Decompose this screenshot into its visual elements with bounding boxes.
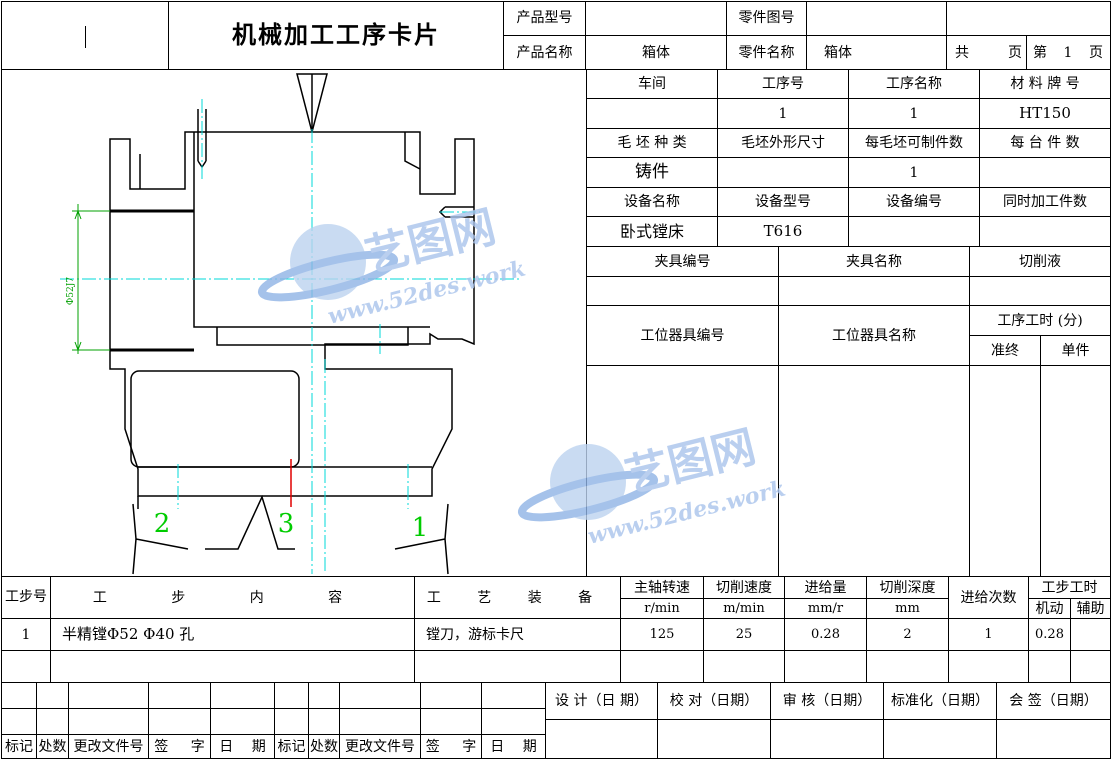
step-row-speed: 25 xyxy=(735,627,753,642)
station-tool-name-label: 工位器具名称 xyxy=(832,327,916,344)
product-model-label: 产品型号 xyxy=(516,10,573,26)
page-number: 1 xyxy=(1063,44,1073,61)
material-label: 材 料 牌 号 xyxy=(1010,76,1080,92)
part-name-value: 箱体 xyxy=(824,44,852,61)
page-label: 第 xyxy=(1033,44,1047,61)
op-no-label: 工序号 xyxy=(762,76,804,92)
pages-label: 页 xyxy=(1008,44,1022,61)
revision-mark: 标记 xyxy=(5,738,33,755)
step-row-spindle: 125 xyxy=(649,627,675,642)
dimension-label: Φ52J7 xyxy=(66,277,76,305)
workshop-label: 车间 xyxy=(638,76,666,92)
revision-date: 日 期 xyxy=(219,738,266,755)
product-name-value: 箱体 xyxy=(642,44,670,61)
feed-header: 进给量 xyxy=(804,579,847,596)
locator-label-1: 1 xyxy=(412,513,429,543)
equip-model-value: T616 xyxy=(763,222,803,240)
equipment-header: 工 艺 装 备 xyxy=(426,589,609,606)
equip-model-label: 设备型号 xyxy=(755,194,811,210)
revision-doc-no: 更改文件号 xyxy=(73,738,144,755)
equip-no-label: 设备编号 xyxy=(886,194,942,210)
revision-sign: 签 字 xyxy=(154,738,205,755)
depth-unit: mm xyxy=(895,601,920,616)
prep-time-label: 准终 xyxy=(991,342,1019,359)
parts-per-unit-label: 每 台 件 数 xyxy=(1010,135,1080,151)
speed-header: 切削速度 xyxy=(716,579,772,596)
review-label: 审 核（日期） xyxy=(782,693,872,709)
revision-count-2: 处数 xyxy=(310,738,338,755)
step-row-equipment: 镗刀，游标卡尺 xyxy=(426,626,524,643)
parts-per-unit-value xyxy=(980,158,1110,187)
revision-sign-2: 签 字 xyxy=(425,738,477,755)
step-time-header: 工步工时 xyxy=(1041,579,1098,596)
revision-date-2: 日 期 xyxy=(490,738,537,755)
spindle-unit: r/min xyxy=(644,601,680,616)
blank-type-value: 铸件 xyxy=(635,162,669,182)
coolant-label: 切削液 xyxy=(1019,253,1061,270)
equip-name-value: 卧式镗床 xyxy=(619,221,684,241)
page-suffix: 页 xyxy=(1089,44,1103,61)
part-drawing: Φ52J7 2 3 1 xyxy=(60,73,520,575)
fixture-name-label: 夹具名称 xyxy=(846,253,902,270)
feed-unit: mm/r xyxy=(807,601,844,616)
revision-count: 处数 xyxy=(38,738,67,755)
revision-mark-2: 标记 xyxy=(277,738,306,755)
step-row-aux xyxy=(1071,619,1110,650)
step-row-passes: 1 xyxy=(984,627,993,642)
simul-parts-label: 同时加工件数 xyxy=(1003,194,1087,210)
op-name-label: 工序名称 xyxy=(886,76,942,92)
material-value: HT150 xyxy=(1019,104,1071,122)
op-name-value: 1 xyxy=(909,105,919,122)
depth-header: 切削深度 xyxy=(879,579,936,596)
parts-per-blank-value: 1 xyxy=(909,164,919,181)
product-name-label: 产品名称 xyxy=(516,44,573,61)
part-name-label: 零件名称 xyxy=(738,44,795,61)
blank-size-label: 毛坯外形尺寸 xyxy=(741,135,825,151)
step-row-no: 1 xyxy=(21,626,31,643)
standard-label: 标准化（日期） xyxy=(891,693,989,709)
blank-type-label: 毛 坯 种 类 xyxy=(617,135,687,151)
product-model-value xyxy=(586,1,726,35)
op-time-label: 工序工时 (分) xyxy=(997,312,1083,329)
revision-doc-no-2: 更改文件号 xyxy=(345,738,415,755)
fixture-no-label: 夹具编号 xyxy=(654,253,711,270)
step-row-feed: 0.28 xyxy=(811,627,840,642)
design-label: 设 计（日 期） xyxy=(555,693,648,709)
total-label: 共 xyxy=(955,44,969,61)
locator-label-2: 2 xyxy=(154,509,171,539)
check-label: 校 对（日期） xyxy=(669,693,759,709)
locator-label-3: 3 xyxy=(278,509,295,539)
parts-per-blank-label: 每毛坯可制件数 xyxy=(865,135,963,151)
op-no-value: 1 xyxy=(778,105,788,122)
step-row-content: 半精镗Φ52 Φ40 孔 xyxy=(62,625,195,643)
equip-name-label: 设备名称 xyxy=(624,194,680,210)
unit-time-label: 单件 xyxy=(1061,342,1090,359)
part-drawing-no-label: 零件图号 xyxy=(738,10,795,26)
countersign-label: 会 签（日期） xyxy=(1009,693,1098,709)
machine-time-header: 机动 xyxy=(1035,600,1064,617)
step-no-header: 工步号 xyxy=(5,589,47,606)
part-drawing-no-value xyxy=(807,1,946,35)
speed-unit: m/min xyxy=(723,601,765,616)
blank-size-value xyxy=(718,158,848,187)
passes-header: 进给次数 xyxy=(960,589,1017,606)
aux-time-header: 辅助 xyxy=(1076,600,1105,617)
step-content-header: 工 步 内 容 xyxy=(92,589,373,606)
station-tool-no-label: 工位器具编号 xyxy=(640,327,725,344)
workshop-value xyxy=(587,99,717,128)
card-title: 机械加工工序卡片 xyxy=(232,20,440,49)
step-row-machine: 0.28 xyxy=(1035,627,1064,642)
step-row-depth: 2 xyxy=(903,627,912,642)
spindle-header: 主轴转速 xyxy=(634,579,690,596)
